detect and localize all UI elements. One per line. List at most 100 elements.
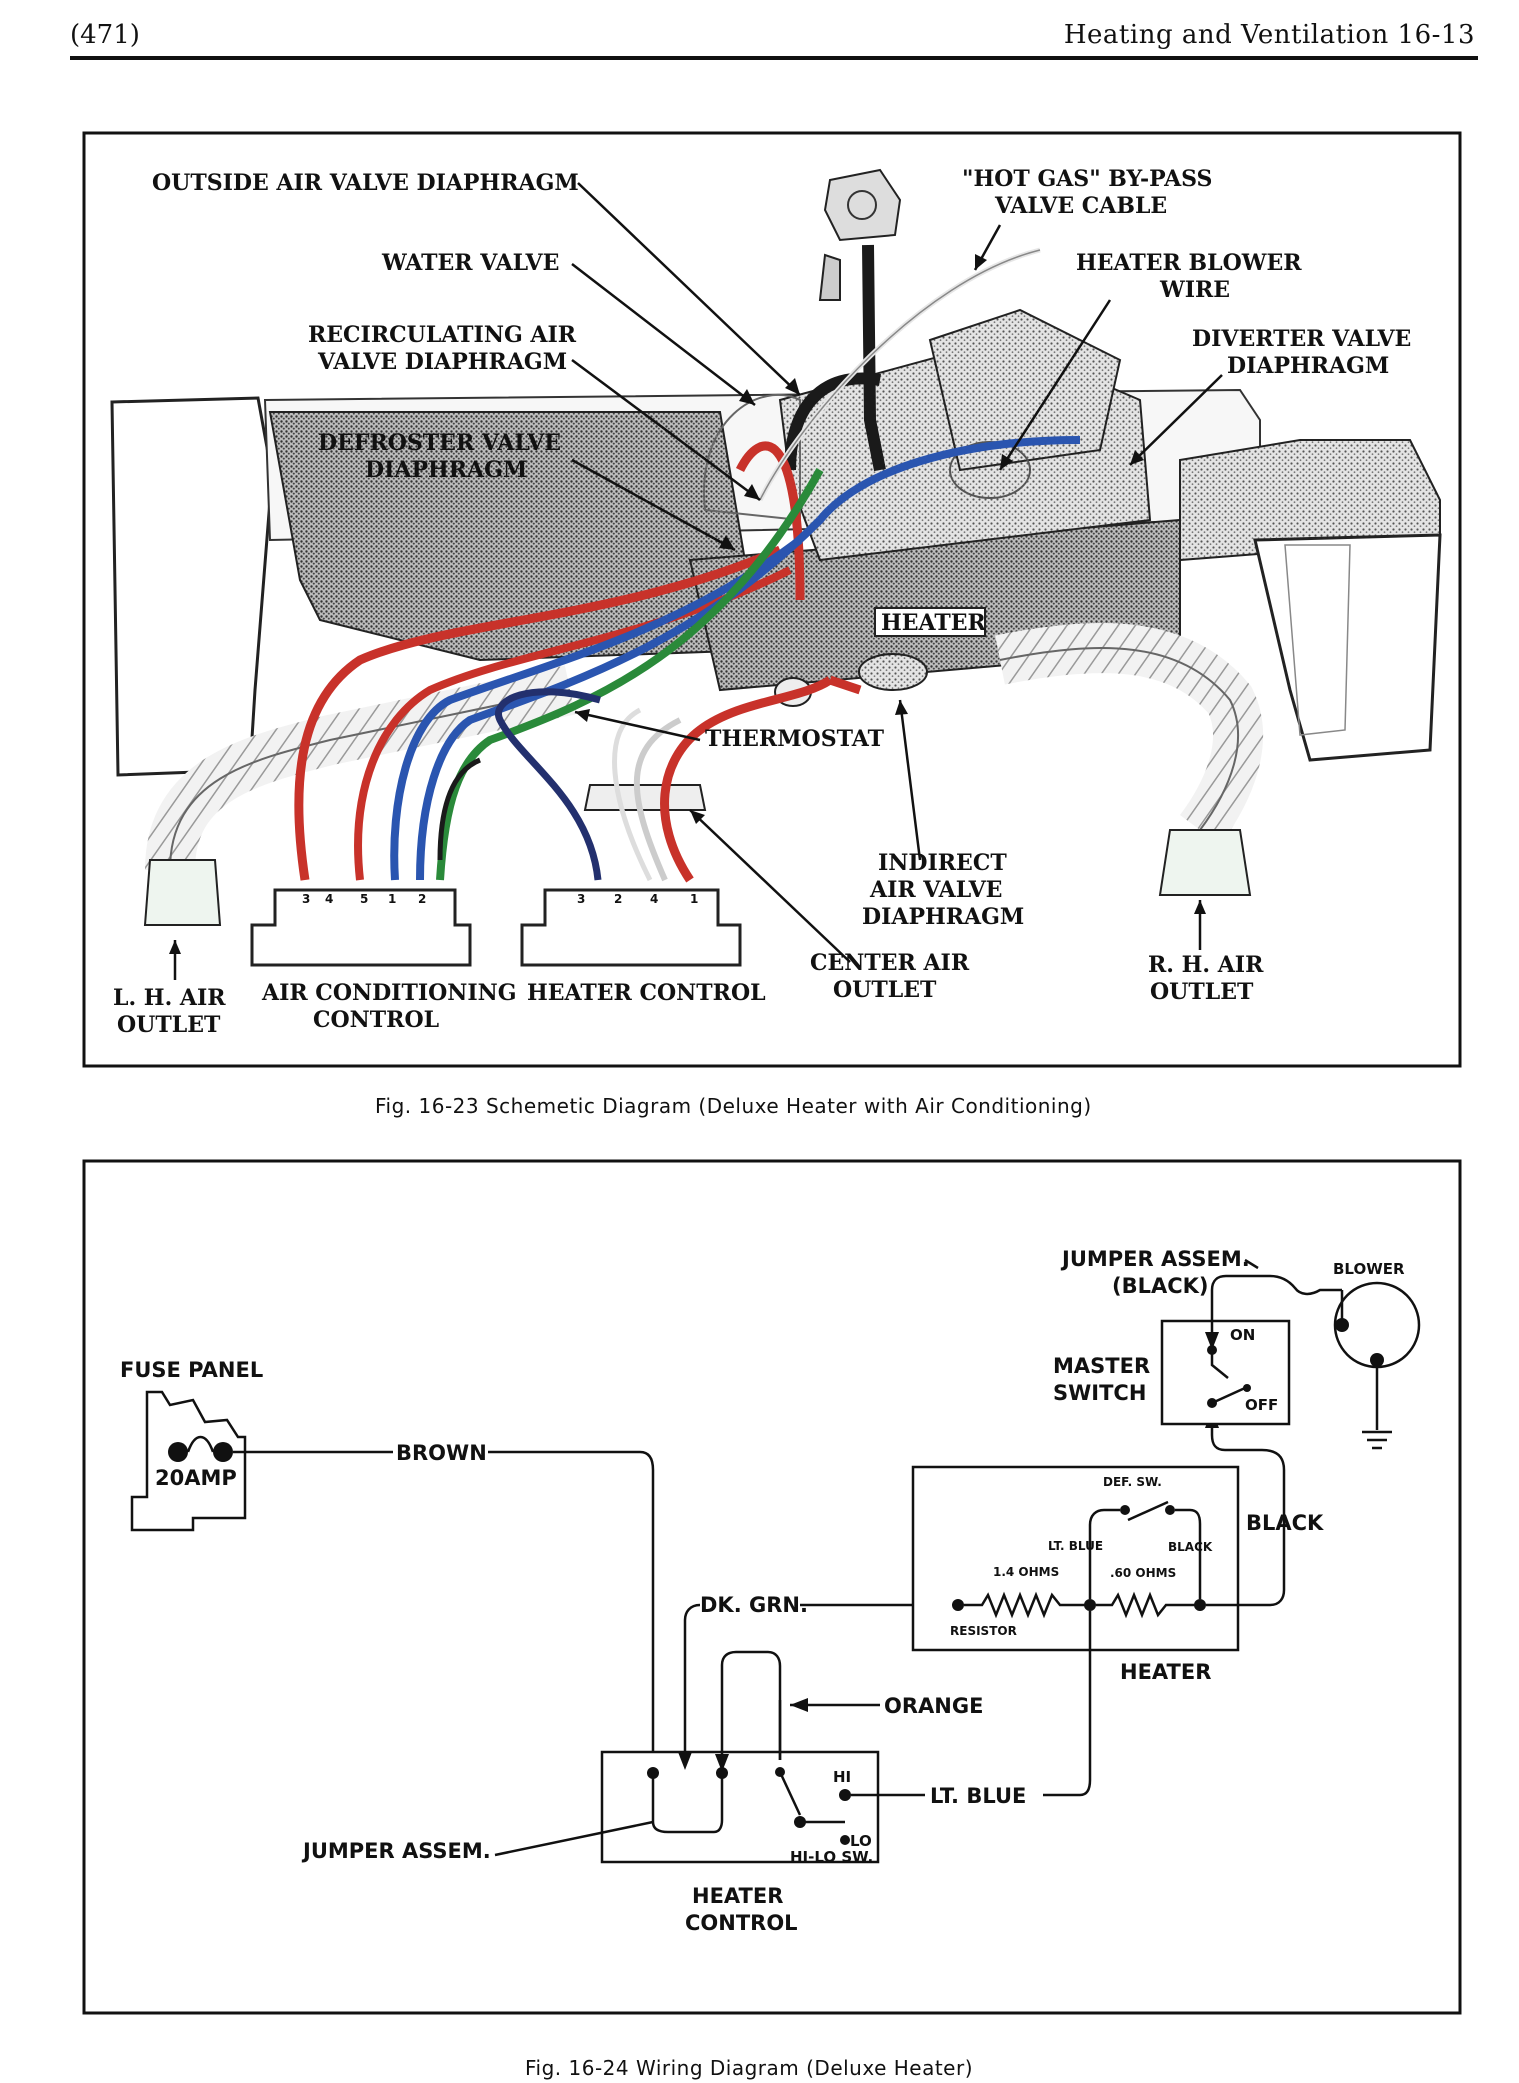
label-hi-lo-switch: HI-LO SW. bbox=[790, 1848, 873, 1866]
rh-air-outlet bbox=[1158, 829, 1252, 896]
hc-port-2: 2 bbox=[614, 892, 622, 906]
def-switch-blade bbox=[1127, 1500, 1169, 1522]
hose-navy bbox=[495, 688, 602, 881]
label-heater-control-2: CONTROL bbox=[685, 1911, 798, 1935]
header-rule bbox=[70, 56, 1478, 60]
label-defroster-1: DEFROSTER VALVE bbox=[318, 430, 561, 456]
fuse-panel-outline bbox=[130, 1390, 247, 1532]
figure-16-24: FUSE PANEL 20AMP BROWN ORANGE HI bbox=[82, 1159, 1462, 2080]
label-rh-air-1: R. H. AIR bbox=[1148, 952, 1264, 978]
label-orange: ORANGE bbox=[884, 1694, 983, 1718]
label-water-valve: WATER VALVE bbox=[381, 250, 559, 276]
hot-gas-valve bbox=[823, 168, 902, 242]
vacuum-hoses bbox=[294, 244, 1081, 883]
label-off: OFF bbox=[1245, 1396, 1278, 1414]
label-black: BLACK bbox=[1246, 1511, 1324, 1535]
indirect-air-valve-diaphragm bbox=[858, 653, 928, 691]
ac-control-head: 3 4 5 1 2 bbox=[250, 888, 472, 967]
section-title: Heating and Ventilation 16-13 bbox=[1063, 20, 1475, 50]
fuse-terminal-right bbox=[213, 1442, 233, 1462]
label-on: ON bbox=[1230, 1326, 1255, 1344]
label-heater-blower-wire-1: HEATER BLOWER bbox=[1076, 250, 1302, 276]
hc-port-1: 3 bbox=[577, 892, 585, 906]
ac-port-1: 3 bbox=[302, 892, 310, 906]
figure-16-23: 3 4 5 1 2 3 2 4 1 bbox=[82, 131, 1462, 1118]
jumper-black-wire bbox=[1210, 1274, 1342, 1345]
label-master-2: SWITCH bbox=[1053, 1381, 1146, 1405]
label-jumper-assem: JUMPER ASSEM. bbox=[301, 1839, 491, 1863]
label-outside-air-valve-diaphragm: OUTSIDE AIR VALVE DIAPHRAGM bbox=[152, 170, 579, 196]
figure-16-23-labels: OUTSIDE AIR VALVE DIAPHRAGM WATER VALVE … bbox=[113, 166, 1411, 1038]
heater-control-head: 3 2 4 1 bbox=[520, 888, 742, 967]
heater-label-plate bbox=[874, 607, 986, 637]
hose-red-3 bbox=[660, 676, 833, 883]
master-switch-blade-off bbox=[1211, 1386, 1246, 1405]
label-hot-gas-2: VALVE CABLE bbox=[994, 193, 1167, 219]
label-center-air-1: CENTER AIR bbox=[810, 950, 970, 976]
label-hi: HI bbox=[833, 1768, 851, 1786]
label-ac-control-1: AIR CONDITIONING bbox=[261, 980, 517, 1006]
ac-port-4: 1 bbox=[388, 892, 396, 906]
label-fuse-panel: FUSE PANEL bbox=[120, 1358, 263, 1382]
label-indirect-3: DIAPHRAGM bbox=[862, 904, 1024, 930]
left-dash-panel bbox=[110, 396, 274, 777]
right-air-duct bbox=[1179, 439, 1441, 562]
hi-lo-switch-blade bbox=[778, 1771, 802, 1816]
page-header: (471) Heating and Ventilation 16-13 bbox=[70, 18, 1475, 62]
label-brown: BROWN bbox=[396, 1441, 487, 1465]
fuse-terminal-left bbox=[168, 1442, 188, 1462]
label-recirculating-2: VALVE DIAPHRAGM bbox=[317, 349, 567, 375]
label-lo: LO bbox=[850, 1832, 872, 1850]
hose-blue-1 bbox=[390, 536, 803, 881]
page-number: (471) bbox=[70, 20, 140, 50]
label-fuse-rating: 20AMP bbox=[155, 1466, 237, 1490]
wire-lt-blue: LT. BLUE bbox=[851, 1611, 1092, 1808]
label-black-small: BLACK bbox=[1168, 1540, 1213, 1554]
label-1-4-ohms: 1.4 OHMS bbox=[993, 1565, 1059, 1579]
fuse-element bbox=[186, 1435, 215, 1453]
label-heater-blower-wire-2: WIRE bbox=[1159, 277, 1230, 303]
label-lt-blue-small: LT. BLUE bbox=[1048, 1539, 1103, 1553]
figure-16-23-caption: Fig. 16-23 Schemetic Diagram (Deluxe Hea… bbox=[375, 1094, 1092, 1118]
label-jumper-black-2: (BLACK) bbox=[1112, 1274, 1209, 1298]
label-rh-air-2: OUTLET bbox=[1150, 979, 1254, 1005]
center-air-outlet bbox=[583, 784, 707, 811]
label-heater: HEATER bbox=[1120, 1660, 1211, 1684]
label-jumper-black-1: JUMPER ASSEM. bbox=[1060, 1247, 1250, 1271]
label-indirect-1: INDIRECT bbox=[878, 850, 1007, 876]
master-switch-blade-on bbox=[1210, 1350, 1229, 1379]
callout-leaders bbox=[169, 182, 1223, 980]
ac-port-5: 2 bbox=[418, 892, 426, 906]
wire-orange: ORANGE bbox=[715, 1650, 983, 1772]
hc-port-4: 1 bbox=[690, 892, 698, 906]
label-heater-control: HEATER CONTROL bbox=[527, 980, 766, 1006]
label-60-ohms: .60 OHMS bbox=[1110, 1566, 1176, 1580]
label-def-sw: DEF. SW. bbox=[1103, 1475, 1162, 1489]
label-diverter-2: DIAPHRAGM bbox=[1227, 353, 1389, 379]
label-blower: BLOWER bbox=[1333, 1260, 1405, 1278]
resistor-60-ohms bbox=[1096, 1591, 1200, 1619]
figure-16-24-caption: Fig. 16-24 Wiring Diagram (Deluxe Heater… bbox=[525, 2056, 973, 2080]
lh-air-outlet bbox=[143, 859, 222, 926]
label-heater-control-1: HEATER bbox=[692, 1884, 783, 1908]
lo-terminal bbox=[840, 1835, 850, 1845]
water-hose-dark bbox=[862, 244, 886, 472]
ac-port-2: 4 bbox=[325, 892, 333, 906]
label-defroster-2: DIAPHRAGM bbox=[365, 457, 527, 483]
wire-brown: BROWN bbox=[233, 1441, 660, 1770]
label-resistor: RESISTOR bbox=[950, 1624, 1017, 1638]
label-heater: HEATER bbox=[881, 610, 987, 636]
label-dk-grn: DK. GRN. bbox=[700, 1593, 808, 1617]
label-diverter-1: DIVERTER VALVE bbox=[1192, 326, 1411, 352]
master-switch-box bbox=[1160, 1319, 1291, 1426]
label-recirculating-1: RECIRCULATING AIR bbox=[308, 322, 577, 348]
label-center-air-2: OUTLET bbox=[833, 977, 937, 1003]
label-ac-control-2: CONTROL bbox=[313, 1007, 439, 1033]
label-indirect-2: AIR VALVE bbox=[869, 877, 1002, 903]
heater-box bbox=[911, 1465, 1240, 1652]
ac-port-3: 5 bbox=[360, 892, 368, 906]
label-lh-air-2: OUTLET bbox=[117, 1012, 221, 1038]
label-thermostat: THERMOSTAT bbox=[705, 726, 885, 752]
ground-icon bbox=[1362, 1430, 1392, 1450]
